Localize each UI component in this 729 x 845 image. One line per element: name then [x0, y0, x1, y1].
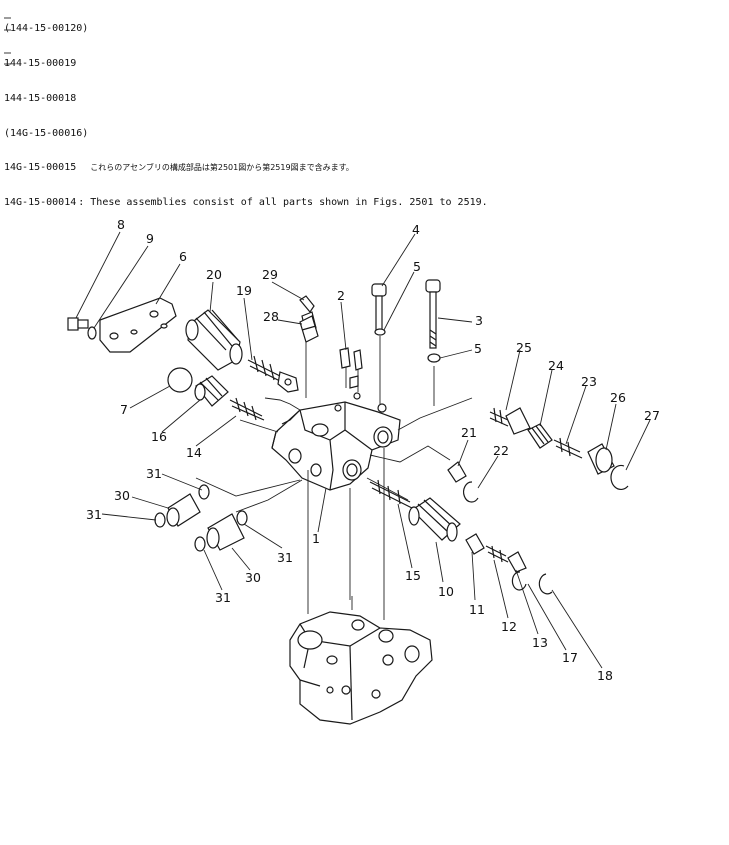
- valve-body: [271, 392, 401, 491]
- callout-7: 7: [120, 402, 128, 417]
- snap-ring-18: [538, 573, 553, 595]
- callout-30-b: 30: [245, 570, 261, 585]
- retainer-13: [507, 551, 527, 573]
- header-row-0: (144-15-00120): [4, 23, 488, 35]
- callout-31-b: 31: [86, 507, 102, 522]
- plug-26: [587, 443, 615, 475]
- header-row-3: (14G-15-00016): [4, 128, 488, 140]
- callout-5-lower: 5: [474, 341, 482, 356]
- callout-3: 3: [475, 313, 483, 328]
- spool-16: [194, 375, 229, 407]
- spring-14: [229, 397, 265, 421]
- o-ring-7: [167, 367, 193, 393]
- callout-21: 21: [461, 425, 477, 440]
- piston-24: [527, 423, 553, 449]
- spool-10: [408, 497, 461, 542]
- bolt-3: [425, 279, 441, 349]
- jets-2: [339, 347, 363, 389]
- callout-9: 9: [146, 231, 154, 246]
- callout-31-a: 31: [146, 466, 162, 481]
- part-number: 144-15-00019: [4, 57, 77, 69]
- o-ring-31d: [194, 536, 206, 552]
- spring-12: [485, 545, 509, 563]
- o-ring-31a: [198, 484, 210, 500]
- sleeve-30a: [166, 493, 201, 527]
- header-row-5: 14G-15-00014: These assemblies consist o…: [4, 197, 488, 209]
- callout-2: 2: [337, 288, 345, 303]
- o-ring-31b: [154, 512, 166, 528]
- callout-28: 28: [263, 309, 279, 324]
- piston-19: [247, 355, 299, 393]
- callout-11: 11: [469, 602, 485, 617]
- fitting-28: [299, 315, 319, 343]
- ring-17: [511, 571, 527, 591]
- callout-6: 6: [179, 249, 187, 264]
- leader-lines: [75, 231, 651, 669]
- callout-13: 13: [532, 635, 548, 650]
- header-row-1: 144-15-00019: [4, 58, 488, 70]
- japanese-note: これらのアセンブリの構成部品は第2501図から第2519図まで含みます。: [90, 163, 354, 173]
- callout-17: 17: [562, 650, 578, 665]
- part-number: (144-15-00120): [4, 23, 89, 35]
- spring-25: [489, 407, 531, 435]
- part-number: 14G-15-00014: [4, 197, 77, 209]
- header-row-2: 144-15-00018: [4, 93, 488, 105]
- washer-9: [87, 326, 97, 340]
- washer-5b: [427, 353, 441, 363]
- snap-ring-27: [610, 464, 629, 491]
- part-number: (14G-15-00016): [4, 127, 89, 139]
- header-bracket-ticks: [4, 17, 11, 65]
- callout-10: 10: [438, 584, 454, 599]
- snap-ring-22: [463, 481, 479, 503]
- callout-14: 14: [186, 445, 202, 460]
- callout-15: 15: [405, 568, 421, 583]
- callout-22: 22: [493, 443, 509, 458]
- callout-16: 16: [151, 429, 167, 444]
- callout-18: 18: [597, 668, 613, 683]
- header-row-4: 14G-15-00015 これらのアセンブリの構成部品は第2501図から第2519…: [4, 162, 488, 174]
- part-number: 144-15-00018: [4, 92, 77, 104]
- callout-25: 25: [516, 340, 532, 355]
- callout-12: 12: [501, 619, 517, 634]
- callout-26: 26: [610, 390, 626, 405]
- callout-4: 4: [412, 222, 420, 237]
- spring-23: [553, 437, 583, 459]
- callout-31-d: 31: [215, 590, 231, 605]
- callout-30-a: 30: [114, 488, 130, 503]
- bolt-4: [371, 283, 387, 331]
- callout-20: 20: [206, 267, 222, 282]
- o-ring-31c: [236, 510, 248, 526]
- header-part-list: (144-15-00120) 144-15-00019 144-15-00018…: [4, 0, 488, 220]
- callout-labels: 8 9 6 20 29 19 28 2 4 5 3 5 7 25 24 23 2…: [86, 217, 660, 683]
- callout-8: 8: [117, 217, 125, 232]
- callout-29: 29: [262, 267, 278, 282]
- lower-housing: [289, 611, 433, 725]
- callout-31-c: 31: [277, 550, 293, 565]
- sleeve-30b: [206, 513, 245, 551]
- callout-23: 23: [581, 374, 597, 389]
- collar-11: [465, 533, 485, 555]
- part-number: 14G-15-00015: [4, 162, 77, 174]
- callout-24: 24: [548, 358, 564, 373]
- bolt-8: [67, 317, 89, 331]
- english-note: : These assemblies consist of all parts …: [78, 197, 488, 209]
- callout-1: 1: [312, 531, 320, 546]
- spool-20: [185, 309, 243, 371]
- callout-27: 27: [644, 408, 660, 423]
- callout-19: 19: [236, 283, 252, 298]
- plate-6: [99, 297, 177, 353]
- callout-5-top: 5: [413, 259, 421, 274]
- plug-21: [447, 461, 467, 483]
- washer-5a: [374, 328, 386, 336]
- spring-15: [369, 479, 413, 509]
